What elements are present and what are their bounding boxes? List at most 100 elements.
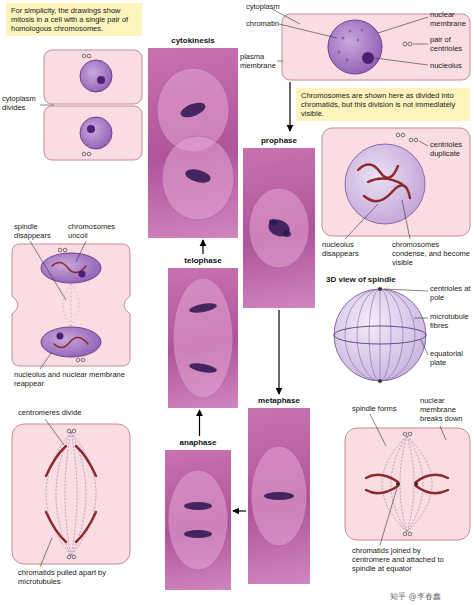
chromosome-blob [189, 302, 218, 315]
part-label: chromatids joined by centromere and atta… [352, 546, 452, 573]
spindle-sphere [357, 289, 403, 381]
anaphase-cell [76, 512, 96, 542]
leader-line [384, 289, 428, 291]
spindle-sphere [369, 289, 391, 381]
stage-photo-panel: cytokinesis [148, 36, 238, 238]
chromosome-blob [283, 231, 291, 237]
cell-shape [249, 188, 309, 268]
anaphase-cell [71, 432, 77, 556]
telophase-cell [79, 271, 86, 278]
chromosome-blob [179, 100, 208, 120]
telophase-cell [63, 284, 79, 326]
chromosome-blob [184, 530, 212, 538]
telophase-cell [71, 284, 79, 326]
telophase-cell [71, 284, 72, 326]
leader-line [345, 204, 378, 239]
leader-line [370, 414, 386, 446]
prophase-cell [409, 138, 413, 142]
note-text: For simplicity, the drawings show mitosi… [11, 6, 137, 33]
interphase-cell [328, 20, 382, 74]
spindle-sphere [334, 289, 426, 381]
part-label: nucleolus and nuclear membrane reappear [14, 370, 126, 388]
chromosome-blob [269, 219, 277, 225]
leader-line [279, 24, 337, 38]
leader-line [40, 538, 52, 567]
metaphase-cell [345, 428, 470, 540]
part-label: chromatids pulled apart by microtubules [18, 568, 130, 586]
telophase-cell [76, 358, 80, 362]
stage-heading: cytokinesis [148, 36, 238, 46]
part-label: spindle disappears [14, 222, 60, 240]
part-label: plasma membrane [240, 52, 278, 70]
leader-line [370, 414, 446, 545]
interphase-cell [403, 42, 407, 46]
micrograph-detail [168, 268, 238, 408]
anaphase-cell [46, 512, 66, 542]
telophase-cell [58, 248, 62, 252]
leader-line [402, 200, 410, 239]
metaphase-cell [396, 482, 418, 486]
cytokinesis-cells [44, 50, 142, 160]
anaphase-cell [46, 432, 96, 556]
leader-line [345, 141, 428, 239]
leader-line [30, 241, 86, 369]
cytokinesis-cells [80, 117, 112, 149]
metaphase-cell [366, 486, 398, 493]
process-arrow [233, 510, 246, 511]
prophase-cell [401, 133, 405, 137]
leader-line [40, 419, 64, 567]
part-label: spindle forms [352, 404, 412, 413]
telophase-cell [57, 333, 64, 340]
part-label: centromeres divide [18, 408, 118, 417]
anaphase-cell [46, 446, 66, 476]
anaphase-cell [46, 432, 71, 556]
anaphase-cell [67, 429, 71, 433]
stage-photo-panel: metaphase [248, 396, 310, 584]
part-label: nuclear membrane [430, 10, 472, 28]
metaphase-cell [416, 486, 448, 493]
stage-heading: telophase [168, 256, 238, 266]
cytokinesis-cells [87, 125, 95, 133]
metaphase-cell [416, 475, 448, 482]
spindle-sphere [334, 326, 426, 344]
interphase-cell [346, 59, 349, 62]
leader-line [40, 105, 54, 106]
metaphase-cell [403, 532, 407, 536]
cytokinesis-cells [82, 152, 86, 156]
chromosome-blob [189, 362, 218, 375]
part-label: centrioles at pole [430, 284, 472, 302]
cytokinesis-cells [82, 54, 86, 58]
telophase-cell [58, 248, 85, 362]
anaphase-cell [72, 555, 76, 559]
leader-line [440, 426, 446, 440]
telophase-cell [52, 262, 88, 347]
interphase-cell [357, 39, 359, 41]
part-label: chromosomes uncoil [68, 222, 122, 240]
telophase-cell [12, 244, 130, 366]
anaphase-cell [71, 432, 96, 556]
anaphase-cell [12, 424, 130, 564]
leader-line [76, 241, 86, 262]
anaphase-cell [67, 555, 71, 559]
metaphase-cell [400, 436, 407, 532]
prophase-cell [396, 133, 400, 137]
micrograph-detail [248, 408, 310, 584]
interphase-cell [403, 42, 412, 46]
anaphase-cell [46, 446, 96, 542]
leader-line [413, 44, 428, 45]
note-box: Chromosomes are shown here as divided in… [296, 88, 470, 121]
leader-line [421, 340, 428, 355]
metaphase-cell [382, 436, 407, 532]
part-label: cytoplasm divides [2, 94, 42, 112]
micrograph-detail [148, 48, 238, 238]
telophase-cell [41, 253, 101, 283]
leader-line [40, 352, 52, 369]
telophase-cell [63, 248, 67, 252]
micrograph [248, 408, 310, 584]
watermark: 知乎 @李春鑫 [390, 592, 470, 602]
part-label: centrioles duplicate [430, 140, 472, 158]
metaphase-cell [382, 436, 432, 532]
